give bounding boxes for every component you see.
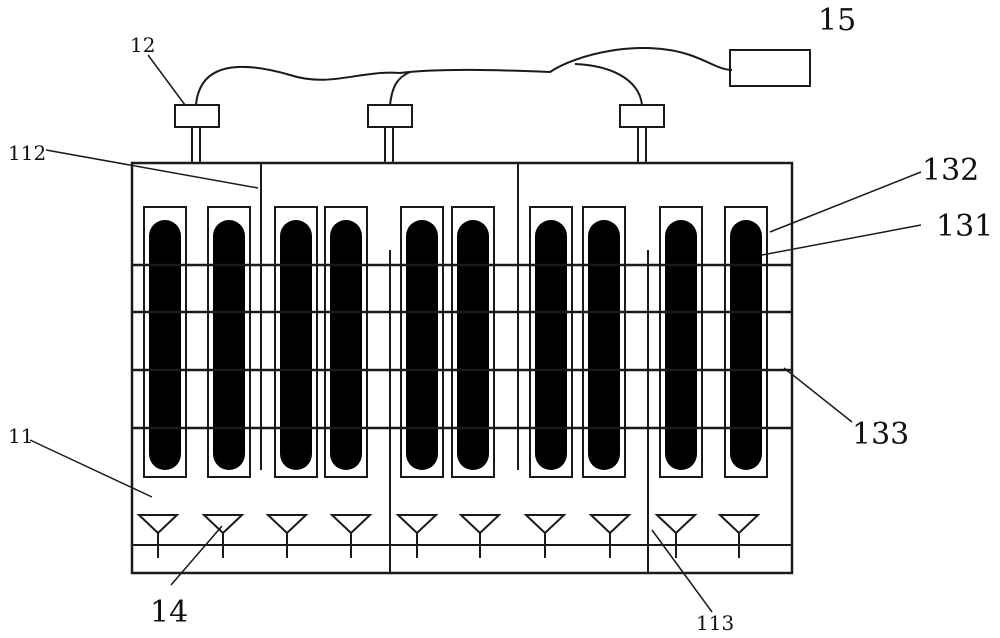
electrode [280,220,312,470]
diffuser [654,514,698,535]
diffuser [717,514,761,535]
label-14: 14 [150,595,188,630]
diffuser [265,514,309,535]
label-15: 15 [818,3,856,38]
electrode [457,220,489,470]
controller-box [729,49,811,87]
electrode [213,220,245,470]
label-112: 112 [8,141,46,165]
diffuser [136,514,180,535]
inlet-cap [174,104,220,128]
inlet-cap [367,104,413,128]
inlet-cap [619,104,665,128]
leader-lines [29,54,922,613]
tank-body [130,161,794,575]
diffuser-array [136,514,761,558]
electrode [149,220,181,470]
grid-lines [132,263,792,430]
connection-wires [195,46,733,106]
diffuser [523,514,567,535]
label-133: 133 [852,417,909,452]
labels: 12 15 112 132 131 11 133 14 113 [8,3,993,635]
electrode [330,220,362,470]
diffuser [588,514,632,535]
diffuser [329,514,373,535]
diffuser [395,514,439,535]
electrode [406,220,438,470]
electrode [535,220,567,470]
diffuser [201,514,245,535]
label-132: 132 [922,153,979,188]
electrode [588,220,620,470]
label-12: 12 [130,33,155,57]
diffuser [458,514,502,535]
electrode [730,220,762,470]
inlet-group [174,104,665,163]
electrode [665,220,697,470]
electrode-array [143,206,768,478]
label-11: 11 [8,424,33,448]
label-113: 113 [696,611,734,635]
label-131: 131 [936,209,993,244]
